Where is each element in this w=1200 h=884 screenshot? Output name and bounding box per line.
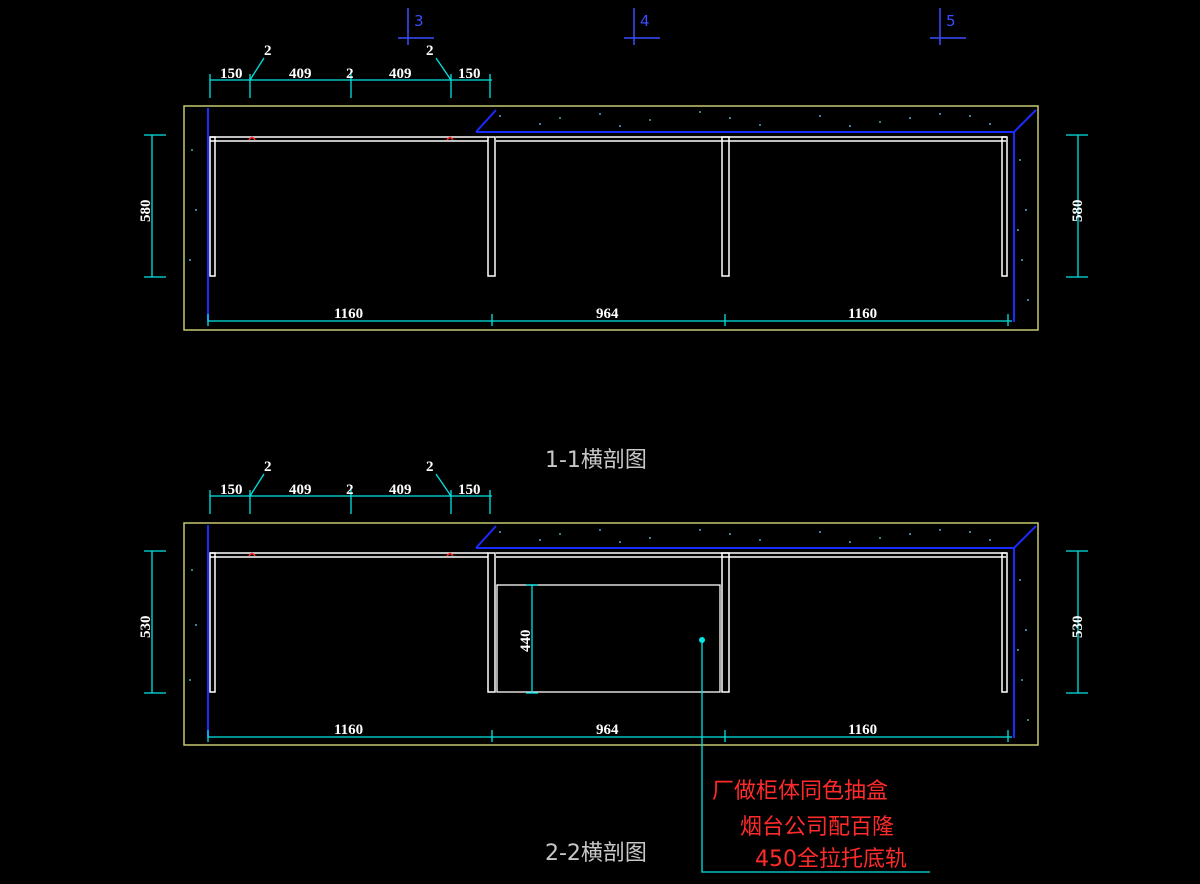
wall-outline <box>183 522 1039 746</box>
wall-hatch <box>189 529 1029 721</box>
section-2-depth-dim-right <box>1066 550 1088 694</box>
s2-dim-150-right: 150 <box>458 482 481 498</box>
wall-inner-lines <box>207 525 1037 738</box>
section-2-top-dimension-line <box>209 473 492 514</box>
wall-outline <box>183 105 1039 331</box>
s1-dim-2-b: 2 <box>346 66 354 82</box>
wall-hatch <box>189 111 1029 301</box>
axis-marker-4 <box>624 8 660 45</box>
s2-bottom-dim-2: 964 <box>596 722 619 738</box>
wall-inner-lines <box>207 108 1037 322</box>
s2-dim-2-c: 2 <box>426 459 434 475</box>
section-2-plan <box>183 522 1039 746</box>
section-1-bottom-dimension-line <box>207 314 1012 326</box>
s1-bottom-dim-3: 1160 <box>848 306 877 322</box>
hinge-markers <box>248 552 454 557</box>
axis-marker-5 <box>930 8 966 45</box>
axis-label-5: 5 <box>946 12 956 30</box>
s1-dim-150-right: 150 <box>458 66 481 82</box>
axis-label-3: 3 <box>414 12 424 30</box>
s2-dim-409-b: 409 <box>389 482 412 498</box>
section-1-plan <box>183 105 1039 331</box>
axis-label-4: 4 <box>640 12 650 30</box>
s1-depth-left: 580 <box>138 200 154 223</box>
s2-dim-150-left: 150 <box>220 482 243 498</box>
s2-bottom-dim-1: 1160 <box>334 722 363 738</box>
hinge-markers <box>248 136 454 141</box>
s1-dim-409-a: 409 <box>289 66 312 82</box>
section-2-bottom-dimension-line <box>207 730 1012 742</box>
section-1-title: 1-1横剖图 <box>545 448 647 473</box>
note-line-1: 厂做柜体同色抽盒 <box>712 779 888 804</box>
s2-bottom-dim-3: 1160 <box>848 722 877 738</box>
s2-depth-left: 530 <box>138 616 154 639</box>
drawer-box <box>496 584 721 693</box>
s1-bottom-dim-1: 1160 <box>334 306 363 322</box>
section-1-depth-dim-left <box>144 134 166 278</box>
s1-dim-150-left: 150 <box>220 66 243 82</box>
s2-dim-2-b: 2 <box>346 482 354 498</box>
section-2-title: 2-2横剖图 <box>545 841 647 866</box>
drawer-height-dimension <box>526 584 538 694</box>
annotation-leader <box>701 640 930 873</box>
cabinet-body <box>209 136 1008 277</box>
s1-bottom-dim-2: 964 <box>596 306 619 322</box>
cabinet-body <box>209 552 1008 693</box>
s2-dim-2-a: 2 <box>264 459 272 475</box>
note-line-3: 450全拉托底轨 <box>755 847 907 872</box>
s1-dim-2-a: 2 <box>264 43 272 59</box>
s2-depth-right: 530 <box>1070 616 1086 639</box>
s2-dim-409-a: 409 <box>289 482 312 498</box>
section-2-depth-dim-left <box>144 550 166 694</box>
s1-depth-right: 580 <box>1070 200 1086 223</box>
s1-dim-409-b: 409 <box>389 66 412 82</box>
s1-dim-2-c: 2 <box>426 43 434 59</box>
section-1-top-dimension-line <box>209 57 492 98</box>
leader-dot <box>699 637 705 643</box>
section-1-depth-dim-right <box>1066 134 1088 278</box>
drawer-height-label: 440 <box>518 630 534 653</box>
axis-marker-3 <box>398 8 434 45</box>
note-line-2: 烟台公司配百隆 <box>740 815 894 840</box>
